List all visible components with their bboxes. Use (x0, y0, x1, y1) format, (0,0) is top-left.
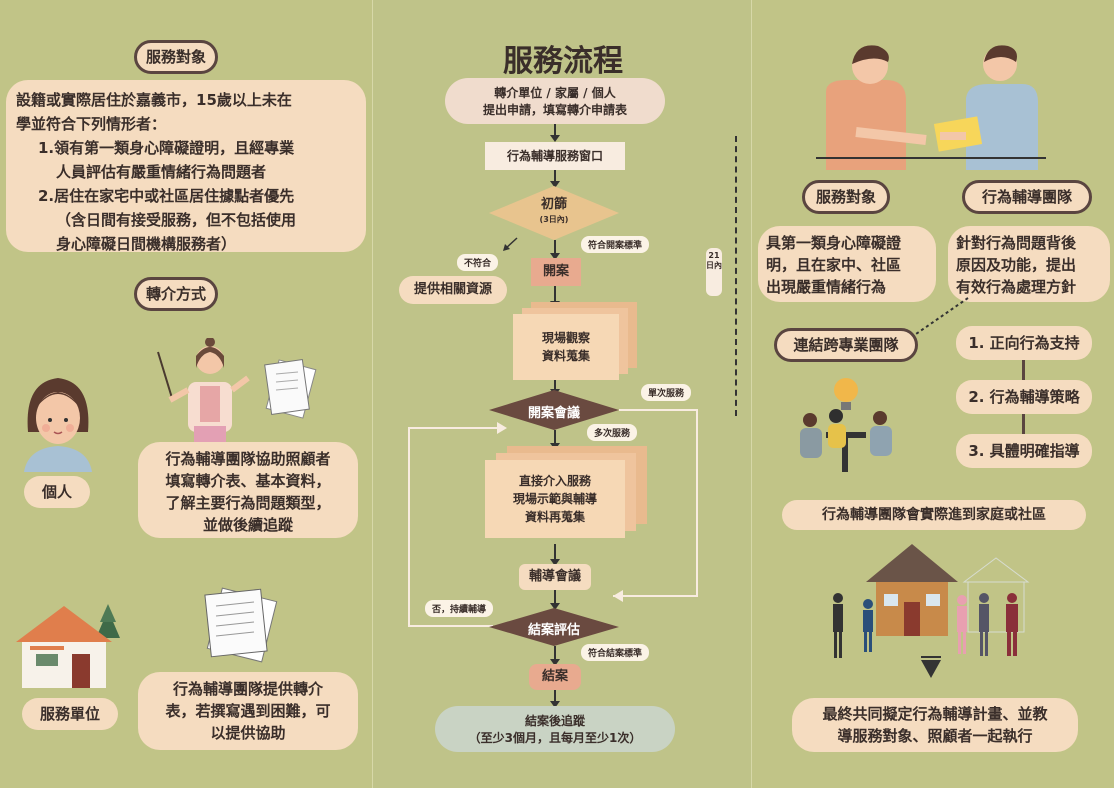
right-panel: 服務對象 行為輔導團隊 具第一類身心障礙證 明，且在家中、社區 出現嚴重情緒行為… (752, 0, 1114, 788)
multi-service-badge: 多次服務 (587, 424, 638, 441)
team-meeting-illustration-icon (800, 378, 892, 472)
dotted-connector (915, 297, 969, 335)
evaluate-diamond (489, 608, 619, 646)
down-triangle-icon (921, 656, 941, 678)
evaluate-label: 結案評估 (527, 623, 580, 638)
intervene-stack: 直接介入服務 現場示範與輔導 資料再蒐集 (485, 446, 651, 544)
individual-label: 個人 (24, 476, 90, 508)
woman-avatar-icon (24, 378, 92, 472)
observe-stack: 現場觀察 資料蒐集 (513, 302, 639, 382)
individual-description: 行為輔導團隊協助照顧者 填寫轉介表、基本資料， 了解主要行為問題類型， 並做後續… (138, 442, 358, 538)
continue-badge: 否，持續輔導 (425, 600, 494, 617)
middle-panel: 服務流程 轉介單位 / 家屬 / 個人 提出申請，填寫轉介申請表 行為輔導服務窗… (372, 0, 752, 788)
followup-box: 結案後追蹤 （至少3個月，且每月至少1次） (435, 706, 675, 752)
step-window: 行為輔導服務窗口 (485, 142, 625, 170)
house-illustration-icon (16, 604, 120, 688)
arrow-8 (550, 590, 560, 610)
arrow-9 (550, 646, 560, 666)
single-service-loop (408, 409, 698, 627)
arrow-2 (550, 170, 560, 188)
match-open-badge: 符合開案標準 (581, 236, 650, 253)
teacher-illustration-icon (157, 338, 250, 442)
arrow-10 (550, 690, 560, 708)
arrow-1 (550, 124, 560, 142)
divider-dashed (735, 136, 737, 416)
final-plan: 最終共同擬定行為輔導計畫、並教 導服務對象、照顧者一起執行 (792, 698, 1078, 752)
strategy-2: 2. 行為輔導策略 (956, 380, 1092, 414)
step-apply: 轉介單位 / 家屬 / 個人 提出申請，填寫轉介申請表 (445, 78, 665, 124)
strategy-1: 1. 正向行為支持 (956, 326, 1092, 360)
match-close-badge: 符合結案標準 (581, 644, 650, 661)
target-title-left: 服務對象 (134, 40, 218, 74)
target-desc-right: 具第一類身心障礙證 明，且在家中、社區 出現嚴重情緒行為 (758, 226, 936, 302)
arrow-3 (550, 240, 560, 260)
target-description: 設籍或實際居住於嘉義市，15歲以上未在 學並符合下列情形者： 1.領有第一類身心… (6, 80, 366, 253)
strategy-3: 3. 具體明確指導 (956, 434, 1092, 468)
referral-title: 轉介方式 (134, 277, 218, 311)
home-visit-pill: 行為輔導團隊會實際進到家庭或社區 (782, 500, 1086, 530)
agency-label: 服務單位 (22, 698, 118, 730)
close-case-box: 結案 (529, 664, 581, 690)
flow-title: 服務流程 (503, 44, 623, 79)
intervene-line2: 現場示範與輔導 (512, 492, 597, 506)
meeting-label: 開案會議 (527, 406, 580, 421)
intervene-line1: 直接介入服務 (518, 474, 591, 488)
documents-icon (264, 359, 317, 419)
intervene-line3: 資料再蒐集 (524, 510, 585, 524)
link-team-pill: 連結跨專業團隊 (774, 328, 918, 362)
meeting-diamond (489, 390, 619, 430)
days21-label: 21日內 (706, 248, 722, 296)
team-title: 行為輔導團隊 (962, 180, 1092, 214)
arrow-7 (550, 544, 560, 566)
not-match-arrow (503, 237, 518, 251)
guidance-meeting-box: 輔導會議 (519, 564, 591, 590)
paper-stack-icon (204, 587, 278, 663)
observe-line2: 資料蒐集 (541, 349, 590, 363)
open-case-box: 開案 (531, 258, 581, 286)
target-title-right: 服務對象 (802, 180, 890, 214)
arrow-6 (550, 430, 560, 450)
single-service-badge: 單次服務 (641, 384, 692, 401)
screen-sub: (3日內) (539, 215, 569, 224)
screen-diamond (489, 186, 619, 240)
team-desc: 針對行為問題背後 原因及功能，提出 有效行為處理方針 (948, 226, 1110, 302)
provide-resources: 提供相關資源 (399, 276, 507, 304)
strategy-connector-1 (1022, 360, 1025, 382)
left-panel: 服務對象 設籍或實際居住於嘉義市，15歲以上未在 學並符合下列情形者： 1.領有… (0, 0, 372, 788)
consultation-illustration-icon (816, 45, 1046, 170)
screen-label: 初篩 (540, 197, 567, 212)
not-match-badge: 不符合 (457, 254, 499, 271)
observe-line1: 現場觀察 (541, 331, 590, 345)
agency-description: 行為輔導團隊提供轉介 表，若撰寫遇到困難，可 以提供協助 (138, 672, 358, 750)
community-illustration-icon (833, 544, 1030, 658)
strategy-connector-2 (1022, 414, 1025, 436)
